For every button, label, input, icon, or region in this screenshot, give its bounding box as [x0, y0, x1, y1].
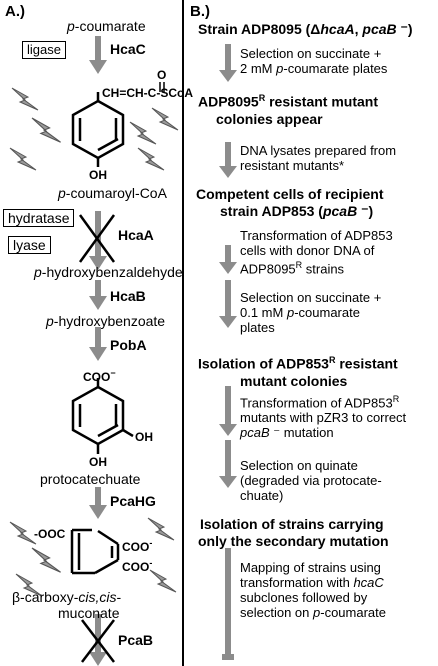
step-dna-lysates: DNA lysates prepared from resistant muta…: [240, 143, 397, 173]
p-coumarate-label: p-coumarate: [67, 18, 146, 34]
heading-competent-cells: Competent cells of recipient strain ADP8…: [196, 186, 384, 219]
protocatechuate-ring: [71, 378, 134, 454]
side-chain-label: CH=CH-C-SCoA: [102, 86, 193, 100]
p-coumaroyl-coa-label: p-coumaroyl-CoA: [58, 185, 167, 201]
panel-b-label: B.): [190, 3, 210, 20]
step-selection-succinate-2: Selection on succinate + 0.1 mM p-coumar…: [240, 290, 382, 335]
ooc-left-label: -OOC: [34, 527, 66, 541]
x-mark-pcab: [81, 619, 115, 663]
enzyme-hcab: HcaB: [110, 288, 146, 304]
enzyme-poba: PobA: [110, 337, 147, 353]
blocked-steps: [78, 214, 116, 663]
workflow-arrows: [219, 44, 237, 660]
flow-arrow-6: [219, 440, 237, 488]
flow-arrow-3: [219, 245, 237, 274]
arrow-pcab: [89, 614, 107, 666]
muconate-label-line2: muconate: [58, 605, 120, 621]
enzyme-pcab: PcaB: [118, 632, 154, 648]
bolt-icon: [149, 569, 177, 593]
x-mark-hcaa: [78, 214, 116, 263]
muconate-label-line1: β-carboxy-cis,cis-: [12, 589, 122, 605]
bolt-icon: [31, 547, 62, 573]
heading-adp853r-colonies: Isolation of ADP853R resistant mutant co…: [198, 355, 398, 389]
carboxylate-label: COO−: [83, 368, 116, 384]
enzyme-hcaa: HcaA: [118, 227, 154, 243]
arrow-hcab: [89, 280, 107, 310]
enzyme-hcac: HcaC: [110, 41, 146, 57]
carbonyl-o: O: [157, 68, 167, 82]
bolt-icon: [9, 147, 37, 171]
bolt-icon: [137, 147, 165, 171]
enzyme-pcahg: PcaHG: [110, 493, 156, 509]
p-hydroxybenzaldehyde-label: p-hydroxybenzaldehyde: [34, 264, 183, 280]
flow-arrow-1: [219, 44, 237, 82]
heading-strain-adp8095: Strain ADP8095 (ΔhcaA, pcaB ⁻): [198, 21, 413, 37]
bolt-icon: [151, 107, 179, 131]
hydratase-box: hydratase: [3, 209, 75, 227]
coo-right-2: COO-: [122, 558, 153, 574]
bolt-icon: [31, 117, 62, 143]
heading-secondary-mutation: Isolation of strains carrying only the s…: [198, 516, 389, 549]
flow-arrow-5: [219, 386, 237, 436]
bolt-icon: [11, 87, 39, 111]
arrow-hcac: [89, 36, 107, 74]
arrow-poba: [89, 327, 107, 361]
ligase-box: ligase: [22, 41, 66, 59]
p-hydroxybenzoate-label: p-hydroxybenzoate: [46, 313, 166, 329]
protocatechuate-label: protocatechuate: [40, 471, 141, 487]
bolt-icon: [9, 521, 37, 545]
panel-a-label: A.): [5, 3, 25, 20]
oh-group: OH: [89, 168, 107, 182]
bolt-icons: [9, 87, 179, 597]
oh-group-4: OH: [89, 455, 107, 469]
lyase-box: lyase: [8, 236, 51, 254]
oh-group-3: OH: [135, 430, 153, 444]
arrow-pcahg: [89, 487, 107, 519]
coumaroyl-coa-ring: [71, 92, 125, 167]
step-transformation-pzr3: Transformation of ADP853R mutants with p…: [240, 394, 407, 441]
flow-arrow-7: [222, 548, 234, 660]
flow-arrow-2: [219, 142, 237, 178]
coo-right-1: COO-: [122, 538, 153, 554]
muconate-chain: [70, 528, 120, 575]
heading-adp8095r-colonies: ADP8095R resistant mutant colonies appea…: [198, 93, 379, 127]
flow-arrow-4: [219, 280, 237, 328]
step-transformation-adp853: Transformation of ADP853 cells with dono…: [240, 228, 393, 277]
step-selection-succinate: Selection on succinate + 2 mM p-coumarat…: [240, 46, 388, 76]
step-mapping-strains: Mapping of strains using transformation …: [240, 560, 386, 620]
step-selection-quinate: Selection on quinate (degraded via proto…: [240, 458, 382, 503]
bolt-icon: [129, 121, 157, 145]
